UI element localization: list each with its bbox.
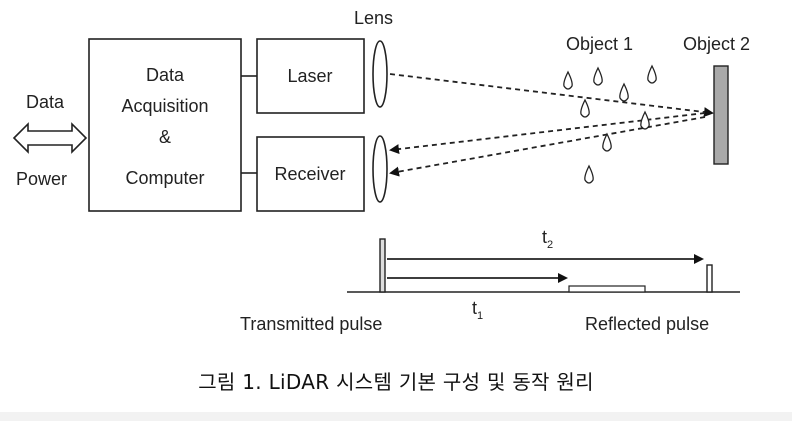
droplet	[563, 70, 573, 90]
droplet	[647, 64, 657, 84]
object1-droplets	[563, 64, 657, 184]
object1-label: Object 1	[566, 34, 633, 54]
data-acquisition-computer-box	[88, 38, 242, 212]
data-label: Data	[26, 92, 65, 112]
bottom-band	[0, 412, 792, 421]
droplet	[584, 164, 594, 184]
droplet	[593, 66, 603, 86]
acquisition-label-line3: &	[159, 127, 171, 147]
droplet	[580, 98, 590, 118]
object2-label: Object 2	[683, 34, 750, 54]
emitted-beam-arrow	[389, 73, 714, 118]
transmitted-pulse-bar	[379, 238, 386, 293]
return-beam-arrow-1	[389, 112, 706, 155]
reflected-pulse-label: Reflected pulse	[585, 314, 709, 334]
return-beam-arrow-2	[389, 116, 706, 177]
receiver-label: Receiver	[274, 164, 345, 184]
lens-label: Lens	[354, 8, 393, 28]
acquisition-label-line1: Data	[146, 65, 185, 85]
data-power-double-arrow	[12, 122, 88, 154]
receiver-box	[256, 136, 365, 212]
t1-label: t1	[472, 298, 483, 322]
acquisition-label-line2: Acquisition	[121, 96, 208, 116]
droplet	[602, 132, 612, 152]
droplet	[619, 82, 629, 102]
object2-target	[713, 65, 729, 165]
receiver-lens	[372, 135, 388, 203]
laser-box	[256, 38, 365, 114]
droplet	[640, 110, 650, 130]
t2-label: t2	[542, 227, 553, 251]
power-label: Power	[16, 169, 67, 189]
laser-lens	[372, 40, 388, 108]
laser-label: Laser	[287, 66, 332, 86]
reflected-pulse-bar	[706, 264, 713, 293]
object1-echo-bar	[568, 285, 646, 293]
transmitted-pulse-label: Transmitted pulse	[240, 314, 382, 334]
acquisition-label-line4: Computer	[125, 168, 204, 188]
figure-caption: 그림 1. LiDAR 시스템 기본 구성 및 동작 원리	[198, 370, 594, 394]
